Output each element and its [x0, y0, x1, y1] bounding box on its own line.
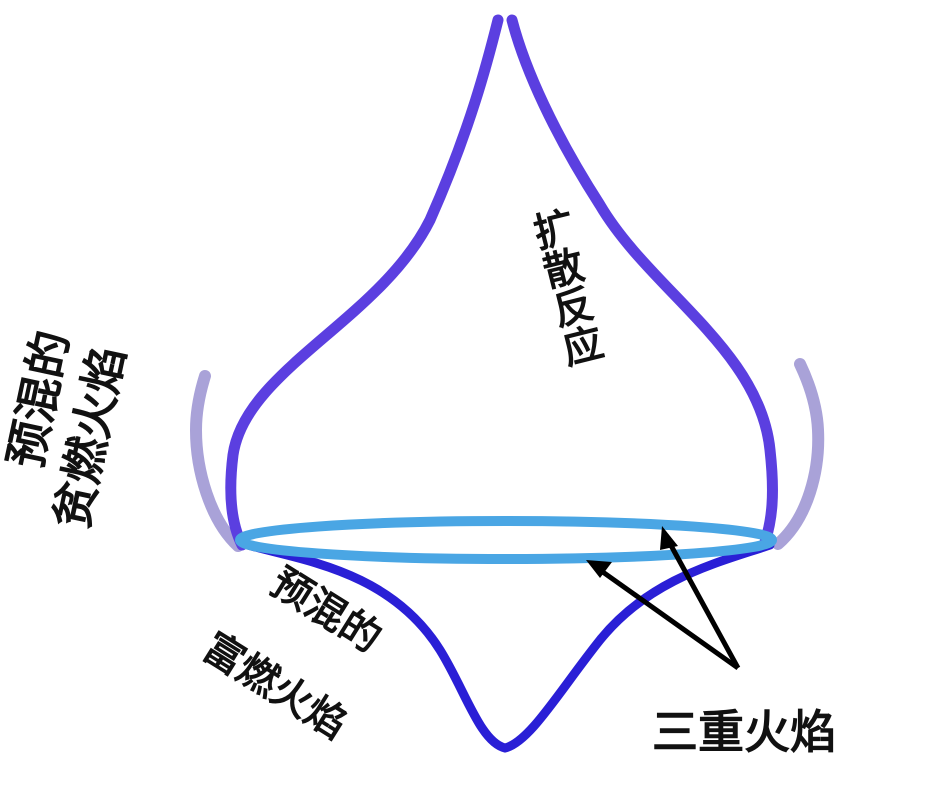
- triple-flame-arrows: [586, 526, 741, 671]
- label-rich-flame-line2: 富燃火焰: [195, 624, 355, 748]
- diffusion-flame-outline: [225, 14, 778, 551]
- triple-flame-ring: [235, 516, 777, 564]
- label-diffusion-reaction: 扩散反应: [523, 204, 608, 372]
- arrow-line-2: [665, 538, 741, 670]
- arrow-line-1: [598, 567, 740, 671]
- label-triple-flame: 三重火焰: [652, 705, 836, 759]
- label-rich-flame-line1: 预混的: [263, 559, 389, 662]
- lean-flame-right-wing: [772, 358, 825, 550]
- arrow-head-2: [660, 526, 678, 550]
- arrow-head-1: [586, 560, 612, 578]
- rich-flame-outline: [243, 540, 775, 753]
- lean-flame-left-wing: [189, 370, 244, 552]
